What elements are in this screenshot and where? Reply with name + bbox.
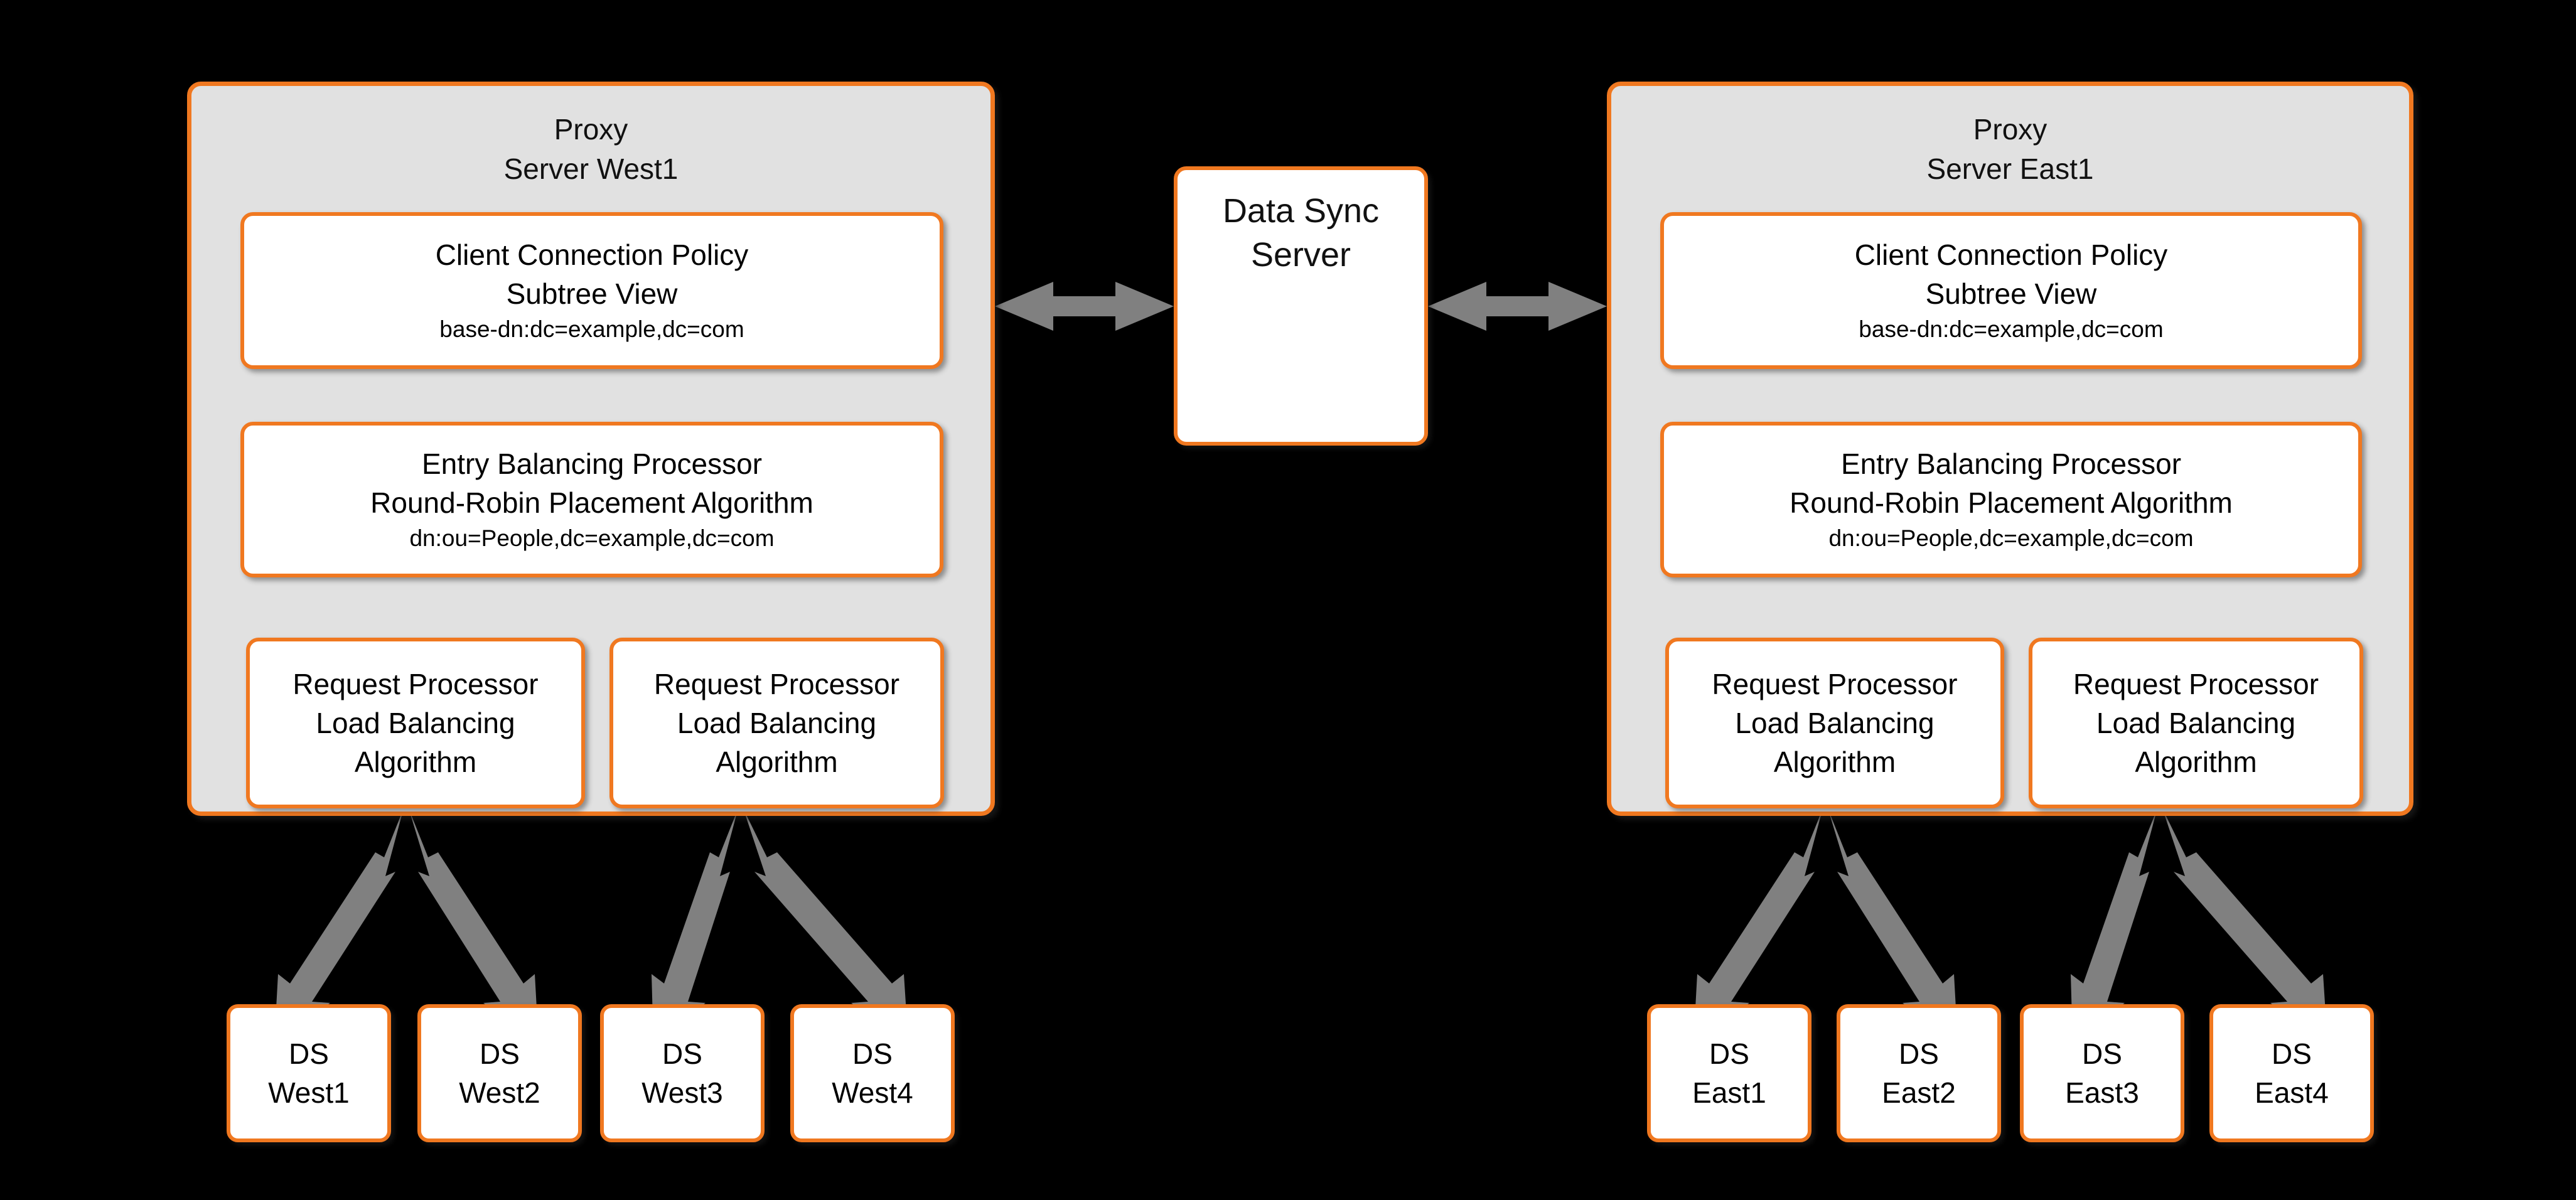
ds-node-east3[interactable]: DS East3	[2020, 1004, 2184, 1142]
ebp-west-line2: Round-Robin Placement Algorithm	[370, 486, 813, 519]
entry-balancing-processor-card-east[interactable]: Entry Balancing Processor Round-Robin Pl…	[1660, 422, 2362, 577]
request-processor-card-west-2[interactable]: Request Processor Load Balancing Algorit…	[609, 638, 944, 808]
ccp-west-line3: base-dn:dc=example,dc=com	[439, 316, 744, 342]
ds-east3-line2: East3	[2065, 1076, 2139, 1109]
rp-west1-line2: Load Balancing	[316, 707, 515, 739]
rp-west1-line3: Algorithm	[354, 746, 477, 778]
ds-node-west2[interactable]: DS West2	[417, 1004, 582, 1142]
ccp-east-line3: base-dn:dc=example,dc=com	[1859, 316, 2164, 342]
ccp-east-line1: Client Connection Policy	[1854, 238, 2168, 271]
data-sync-server-title: Data Sync Server	[1178, 189, 1424, 277]
ds-node-west1[interactable]: DS West1	[227, 1004, 391, 1142]
rp-east2-line3: Algorithm	[2135, 746, 2257, 778]
ds-west2-line2: West2	[459, 1076, 540, 1109]
rp-west1-line1: Request Processor	[292, 668, 539, 700]
proxy-panel-east-title-line2: Server East1	[1926, 153, 2094, 185]
ds-east1-line2: East1	[1692, 1076, 1766, 1109]
rp-east1-line1: Request Processor	[1712, 668, 1958, 700]
ccp-west-line1: Client Connection Policy	[435, 238, 749, 271]
ebp-east-line3: dn:ou=People,dc=example,dc=com	[1828, 525, 2194, 551]
client-connection-policy-card-west[interactable]: Client Connection Policy Subtree View ba…	[240, 212, 943, 369]
ds-west4-line1: DS	[852, 1037, 893, 1070]
rp-west2-line1: Request Processor	[653, 668, 900, 700]
client-connection-policy-card-east[interactable]: Client Connection Policy Subtree View ba…	[1660, 212, 2362, 369]
rp-east2-line1: Request Processor	[2073, 668, 2319, 700]
ds-node-east4[interactable]: DS East4	[2209, 1004, 2374, 1142]
ds-east3-line1: DS	[2082, 1037, 2122, 1070]
ds-node-west3[interactable]: DS West3	[600, 1004, 765, 1142]
rp-east2-line2: Load Balancing	[2096, 707, 2296, 739]
ds-west1-line2: West1	[268, 1076, 350, 1109]
ds-west4-line2: West4	[832, 1076, 913, 1109]
ccp-east-line2: Subtree View	[1925, 277, 2097, 310]
data-sync-server-card[interactable]: Data Sync Server	[1174, 166, 1428, 446]
connector-sync-to-east-proxy	[1428, 282, 1607, 331]
ds-east2-line1: DS	[1899, 1037, 1939, 1070]
ebp-west-line3: dn:ou=People,dc=example,dc=com	[409, 525, 775, 551]
proxy-panel-east-title-line1: Proxy	[1973, 113, 2047, 146]
request-processor-card-east-1[interactable]: Request Processor Load Balancing Algorit…	[1665, 638, 2004, 808]
ds-east4-line2: East4	[2255, 1076, 2329, 1109]
request-processor-card-east-2[interactable]: Request Processor Load Balancing Algorit…	[2029, 638, 2363, 808]
proxy-panel-east-title: Proxy Server East1	[1611, 110, 2409, 189]
entry-balancing-processor-card-west[interactable]: Entry Balancing Processor Round-Robin Pl…	[240, 422, 943, 577]
rp-west2-line3: Algorithm	[716, 746, 838, 778]
ds-node-east2[interactable]: DS East2	[1837, 1004, 2001, 1142]
ds-east2-line2: East2	[1882, 1076, 1956, 1109]
rp-west2-line2: Load Balancing	[677, 707, 877, 739]
ds-node-west4[interactable]: DS West4	[790, 1004, 955, 1142]
ds-west2-line1: DS	[480, 1037, 520, 1070]
ds-east1-line1: DS	[1709, 1037, 1749, 1070]
ds-west1-line1: DS	[289, 1037, 329, 1070]
rp-east1-line3: Algorithm	[1773, 746, 1896, 778]
rp-east1-line2: Load Balancing	[1735, 707, 1935, 739]
ebp-east-line1: Entry Balancing Processor	[1840, 447, 2182, 480]
ebp-east-line2: Round-Robin Placement Algorithm	[1790, 486, 2233, 519]
request-processor-card-west-1[interactable]: Request Processor Load Balancing Algorit…	[246, 638, 585, 808]
proxy-panel-west-title-line1: Proxy	[554, 113, 628, 146]
ds-east4-line1: DS	[2272, 1037, 2312, 1070]
ebp-west-line1: Entry Balancing Processor	[421, 447, 763, 480]
ds-west3-line1: DS	[662, 1037, 702, 1070]
data-sync-server-line2: Server	[1250, 236, 1351, 274]
ds-west3-line2: West3	[641, 1076, 723, 1109]
ds-node-east1[interactable]: DS East1	[1647, 1004, 1811, 1142]
ccp-west-line2: Subtree View	[506, 277, 678, 310]
proxy-panel-west-title-line2: Server West1	[503, 153, 679, 185]
connector-west-proxy-to-sync	[995, 282, 1174, 331]
data-sync-server-line1: Data Sync	[1222, 192, 1380, 230]
proxy-panel-west-title: Proxy Server West1	[191, 110, 990, 189]
